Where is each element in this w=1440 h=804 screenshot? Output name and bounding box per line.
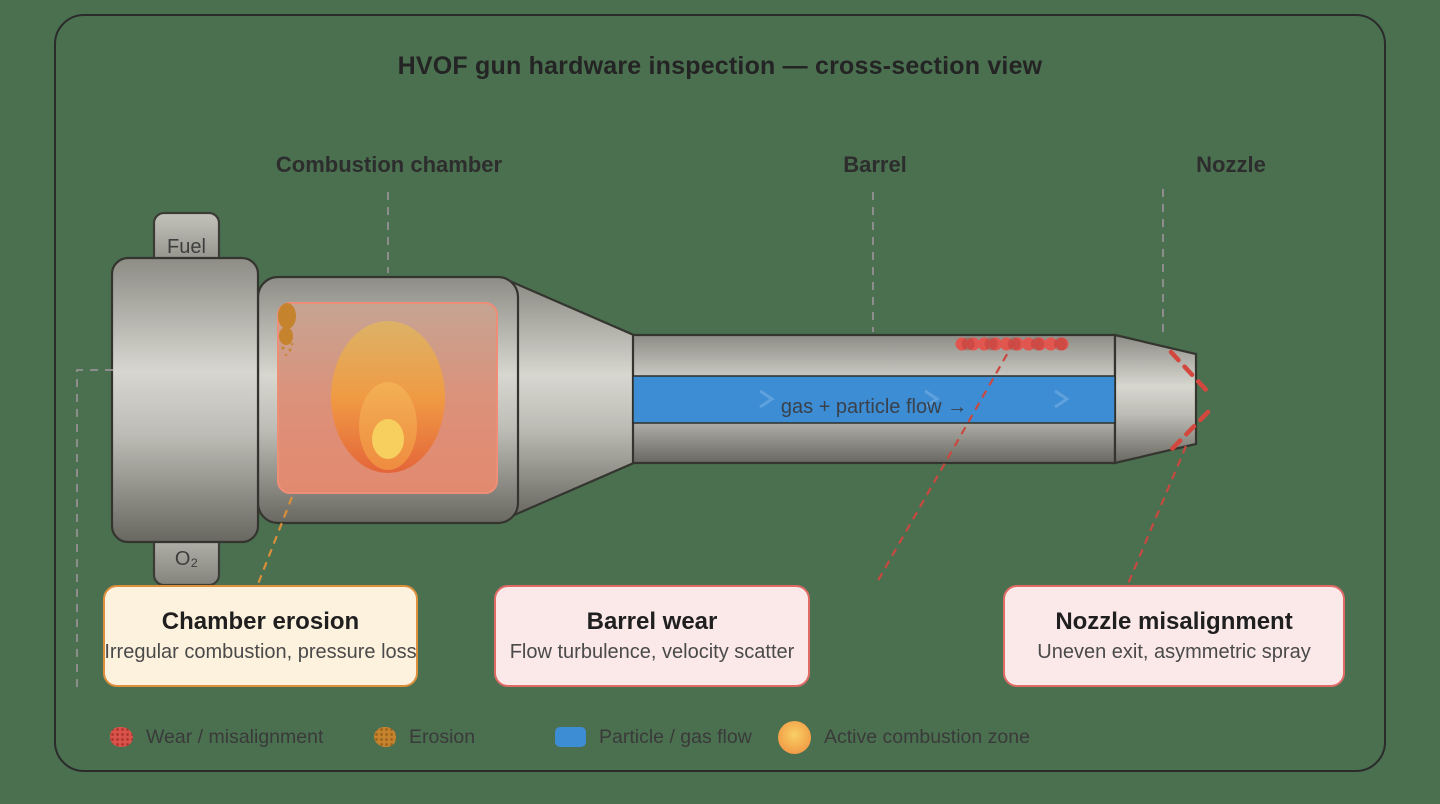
flow-channel <box>632 375 1116 424</box>
leader-injector <box>76 369 113 690</box>
callout-chamber-erosion: Chamber erosion Irregular combustion, pr… <box>103 585 418 687</box>
label-barrel: Barrel <box>843 152 907 177</box>
callout-subtitle: Irregular combustion, pressure loss <box>104 641 417 663</box>
legend-item-erosion: Erosion <box>374 716 475 758</box>
callout-title: Chamber erosion <box>161 608 360 635</box>
legend-label: Active combustion zone <box>824 725 1030 748</box>
flow-chevrons <box>759 389 1070 409</box>
erosion-mark <box>278 303 296 357</box>
legend-label: Erosion <box>409 725 476 748</box>
legend-label: Particle / gas flow <box>599 725 752 748</box>
fuel-port-label: Fuel <box>167 236 206 258</box>
page-title: HVOF gun hardware inspection — cross-sec… <box>397 52 1043 80</box>
erosion-leader-line <box>256 496 294 585</box>
callout-title: Nozzle misalignment <box>1055 608 1293 635</box>
label-combustion-chamber: Combustion chamber <box>275 152 503 177</box>
injector-block <box>110 256 260 544</box>
oxygen-port-label: O₂ <box>174 548 199 570</box>
label-nozzle: Nozzle <box>1196 152 1266 177</box>
figure-frame <box>54 14 1386 772</box>
nozzle-body <box>1113 333 1198 465</box>
legend-item-flow: Particle / gas flow <box>555 716 752 758</box>
legend-label: Wear / misalignment <box>146 725 324 748</box>
legend-item-combustion: Active combustion zone <box>778 716 1030 758</box>
callout-nozzle-misalignment: Nozzle misalignment Uneven exit, asymmet… <box>1003 585 1345 687</box>
callout-subtitle: Uneven exit, asymmetric spray <box>1037 641 1311 663</box>
legend-item-wear: Wear / misalignment <box>110 716 323 758</box>
wear-swatch-icon <box>110 727 133 747</box>
nozzle-misalignment-leader-line <box>1126 445 1188 585</box>
taper-section <box>510 280 638 518</box>
flow-label: gas + particle flow → <box>780 396 968 418</box>
combustion-zone <box>331 321 445 473</box>
combustion-zone-swatch-icon <box>778 720 811 754</box>
erosion-swatch-icon <box>374 727 396 747</box>
callout-subtitle: Flow turbulence, velocity scatter <box>509 641 795 663</box>
callout-barrel-wear: Barrel wear Flow turbulence, velocity sc… <box>494 585 810 687</box>
flow-swatch-icon <box>555 727 586 747</box>
callout-title: Barrel wear <box>586 608 718 635</box>
label-leader-lines <box>76 189 1164 690</box>
barrel-wear-leader-line <box>875 341 1015 585</box>
nozzle-misalignment-marks <box>1168 349 1211 453</box>
